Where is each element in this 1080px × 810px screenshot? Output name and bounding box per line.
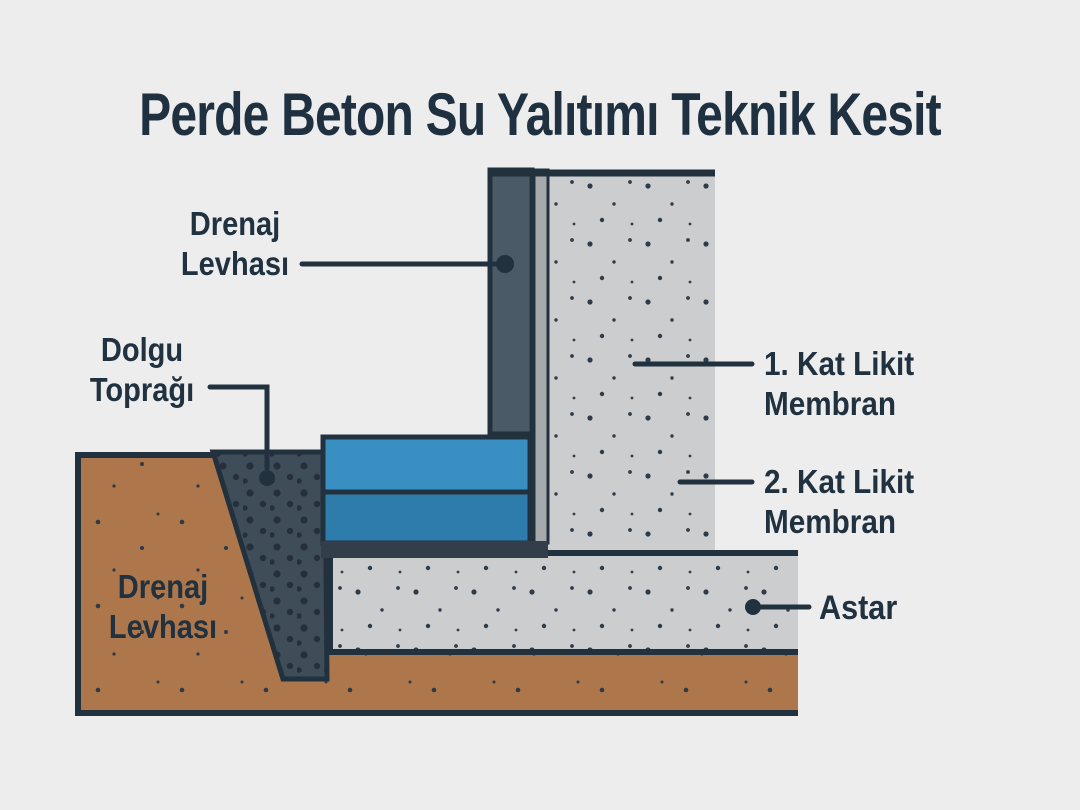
footing-texture bbox=[327, 550, 798, 655]
membrane-band bbox=[321, 541, 548, 558]
label-drenaj-levhasi-wall: Drenaj Levhası bbox=[169, 204, 301, 284]
gravel-texture bbox=[213, 452, 327, 679]
label-kat1-likit-membran: 1. Kat Likit Membran bbox=[764, 344, 914, 424]
label-dolgu-topragi: Dolgu Toprağı bbox=[76, 330, 208, 410]
label-drenaj-levhasi-soil: Drenaj Levhası bbox=[97, 567, 229, 647]
wall-drain-board bbox=[487, 167, 535, 437]
label-astar: Astar bbox=[819, 589, 898, 627]
leader-dot-drenaj-wall bbox=[496, 255, 514, 273]
label-line: 2. Kat Likit bbox=[764, 463, 915, 500]
label-line: Membran bbox=[764, 503, 897, 540]
soil-outline bbox=[75, 452, 798, 716]
footing-outline bbox=[327, 550, 798, 655]
label-line: Membran bbox=[764, 385, 897, 422]
label-line: Drenaj bbox=[189, 205, 281, 242]
label-line: Levhası bbox=[108, 608, 218, 645]
membrane-layer-1 bbox=[320, 434, 533, 495]
leader-dolgu-topragi bbox=[207, 384, 270, 471]
membrane-protection-strip bbox=[532, 168, 550, 545]
label-kat2-likit-membran: 2. Kat Likit Membran bbox=[764, 462, 914, 542]
membrane-layer-2 bbox=[320, 489, 533, 546]
leader-dot-dolgu bbox=[259, 470, 275, 486]
label-line: Dolgu bbox=[100, 331, 184, 368]
label-line: Drenaj bbox=[117, 568, 209, 605]
wall-texture bbox=[548, 170, 715, 550]
label-line: Toprağı bbox=[89, 371, 195, 408]
label-line: Levhası bbox=[180, 245, 290, 282]
label-line: 1. Kat Likit bbox=[764, 345, 915, 382]
page-title: Perde Beton Su Yalıtımı Teknik Kesit bbox=[139, 81, 941, 148]
